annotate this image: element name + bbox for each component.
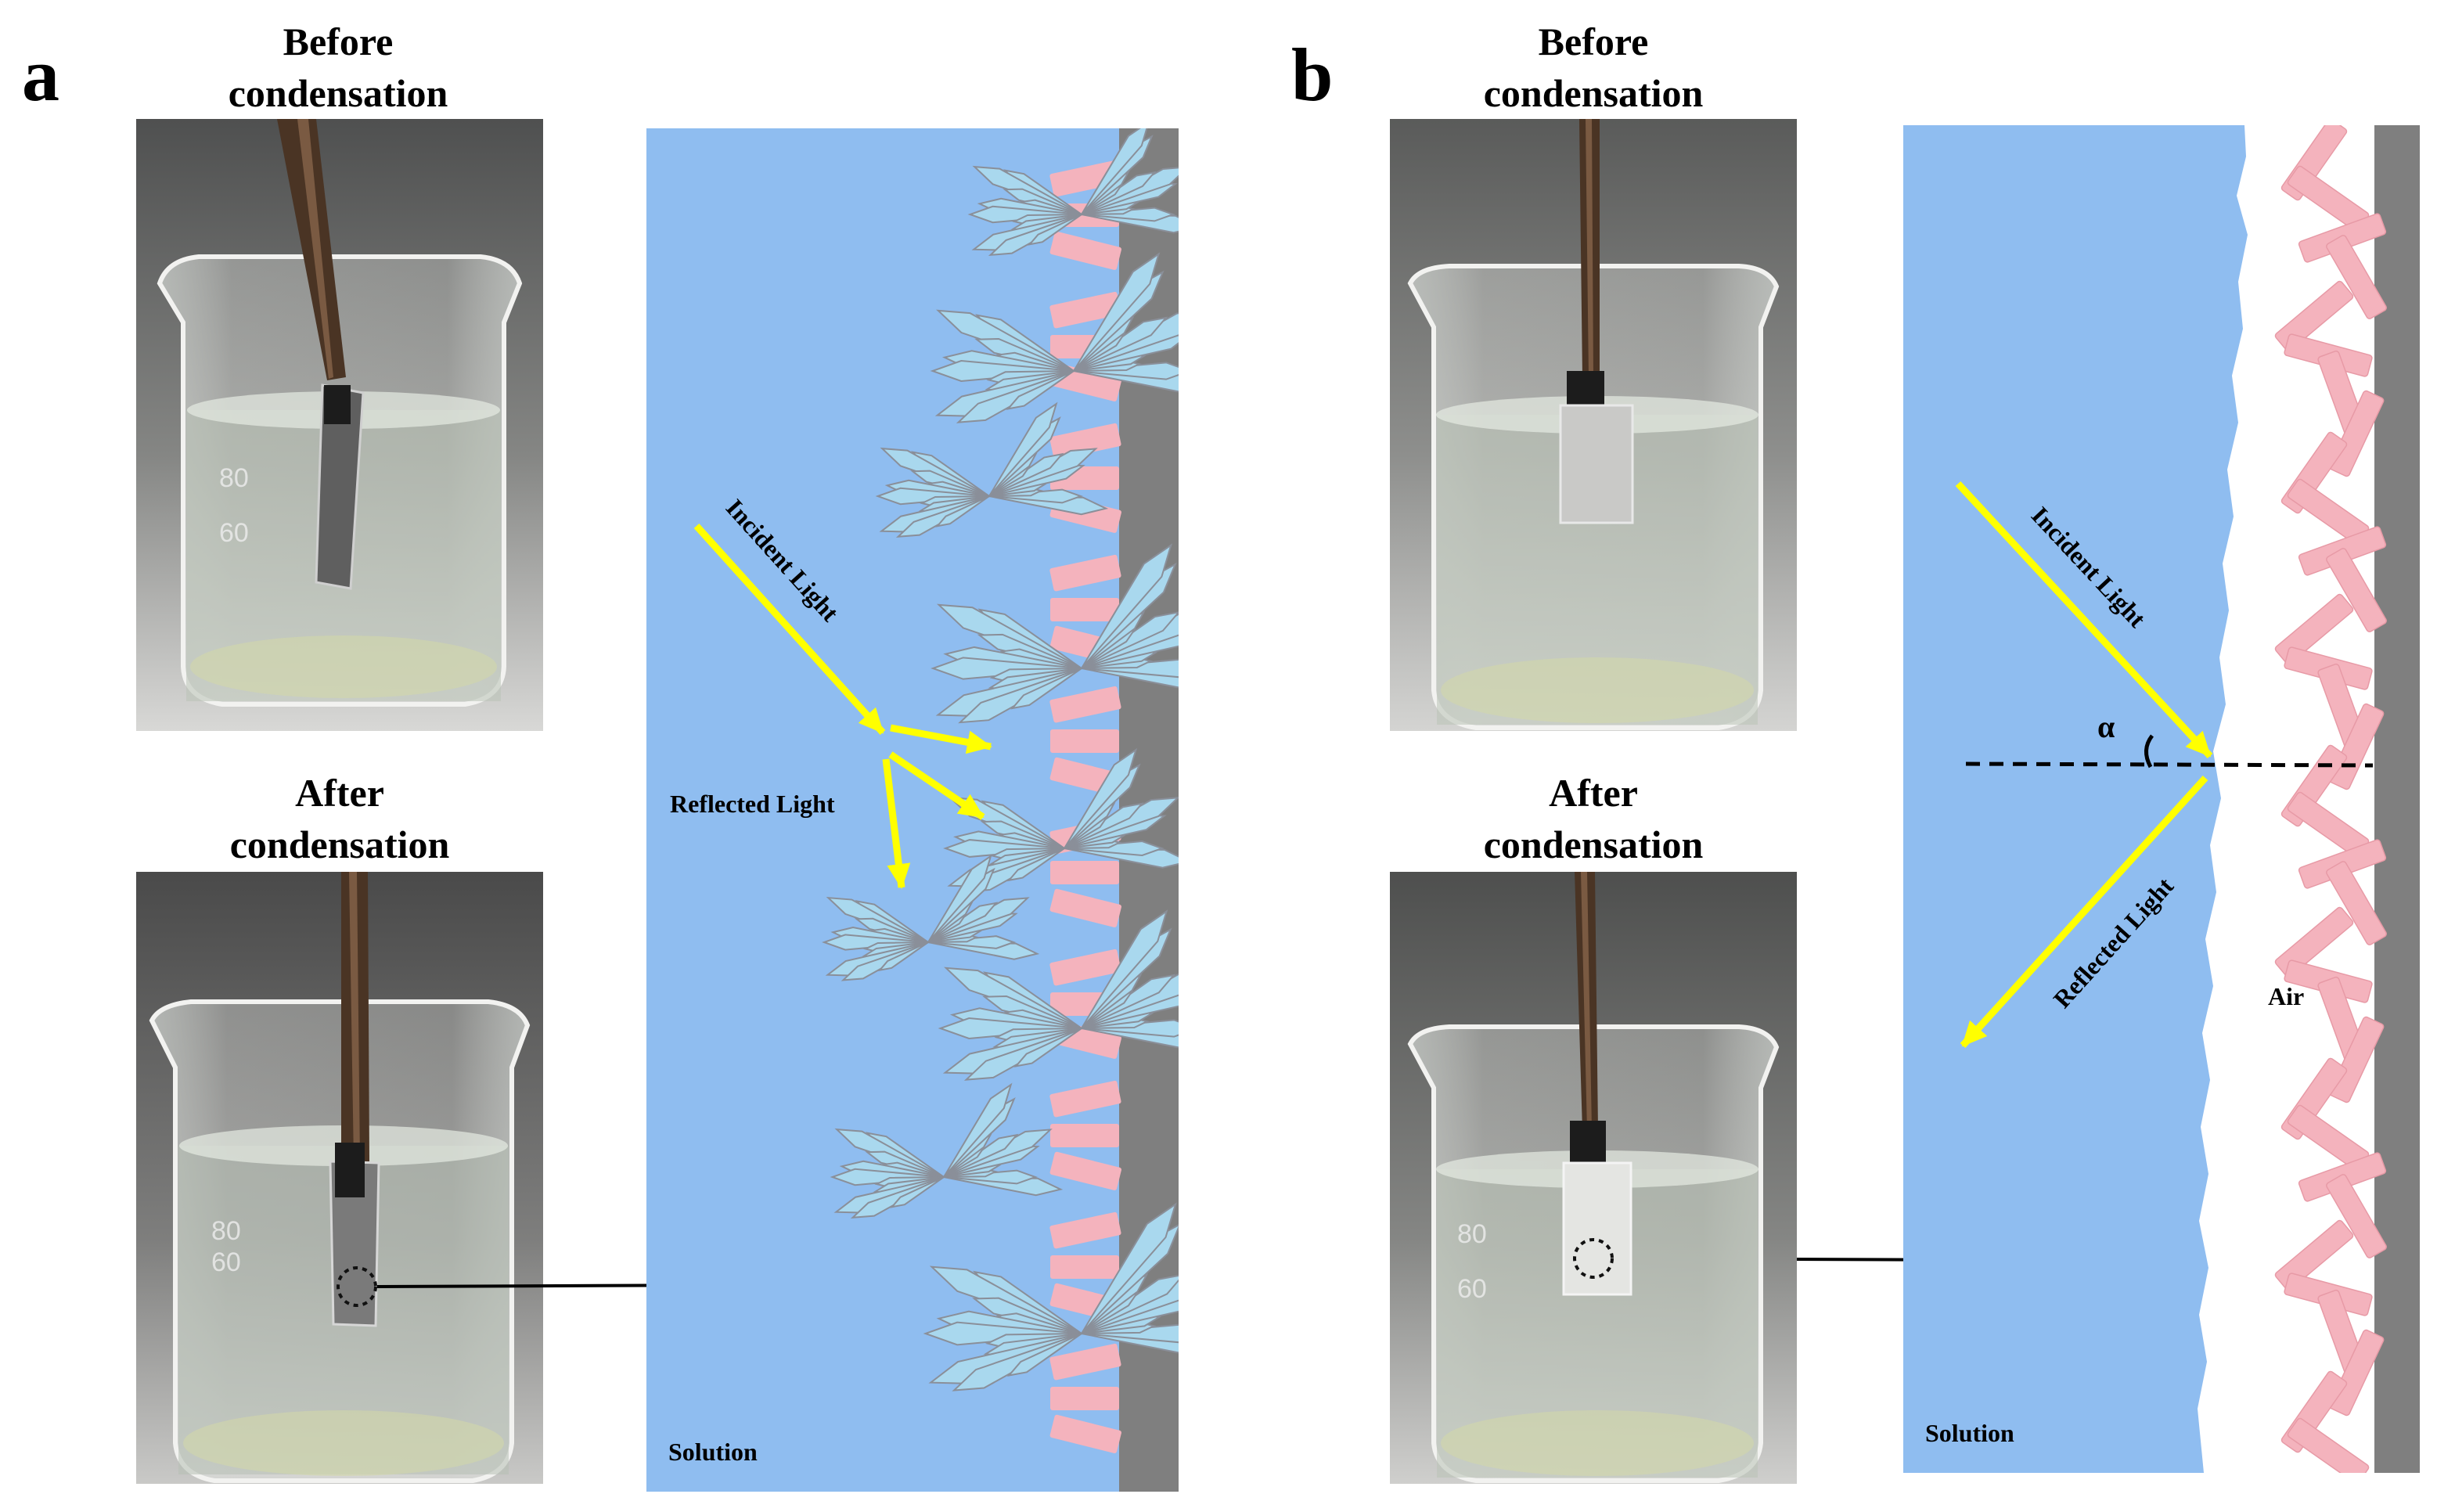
beaker-photo: 80 60 bbox=[136, 872, 543, 1484]
beaker-mark-60: 60 bbox=[1457, 1274, 1487, 1304]
reflected-light-ray bbox=[890, 724, 992, 754]
crystal-cluster bbox=[923, 1202, 1179, 1391]
solution-area bbox=[1903, 125, 2248, 1473]
pink-rod bbox=[2287, 1417, 2370, 1473]
pink-rod bbox=[1050, 598, 1119, 621]
caption-line: condensation bbox=[228, 71, 448, 115]
incident-light-ray bbox=[1955, 481, 2213, 759]
pink-rod bbox=[1049, 423, 1121, 460]
solution-label: Solution bbox=[1925, 1419, 2014, 1447]
caption-after-b: After condensation bbox=[1390, 767, 1797, 870]
schematic-a: Incident Light Reflected Light Solution bbox=[646, 128, 1179, 1492]
pink-rod bbox=[1049, 949, 1121, 986]
crystal-cluster bbox=[875, 401, 1109, 538]
pink-rod bbox=[1050, 729, 1119, 753]
crystal-cluster bbox=[931, 543, 1179, 724]
pink-rod bbox=[2274, 906, 2354, 978]
pink-rod bbox=[2274, 1219, 2354, 1291]
beaker-photo bbox=[1390, 119, 1797, 731]
pink-rod bbox=[1049, 1080, 1121, 1118]
caption-before-b: Before condensation bbox=[1390, 16, 1797, 119]
rods-b bbox=[2274, 125, 2387, 1473]
pink-rod bbox=[1049, 160, 1121, 197]
pink-rod bbox=[1050, 1387, 1119, 1410]
reflected-light-ray bbox=[888, 751, 985, 820]
pink-rod bbox=[1049, 1414, 1121, 1453]
pink-rod bbox=[1049, 1211, 1121, 1249]
caption-line: condensation bbox=[1483, 71, 1704, 115]
schematic-b-svg: α Incident Light Reflected Light Air Sol… bbox=[1903, 125, 2420, 1473]
schematic-b: α Incident Light Reflected Light Air Sol… bbox=[1903, 125, 2420, 1473]
pink-rod bbox=[1050, 861, 1119, 884]
pink-rod bbox=[2326, 861, 2387, 945]
beaker-mark-80: 80 bbox=[219, 463, 249, 493]
beaker-mark-60: 60 bbox=[219, 518, 249, 548]
photo-before-a: 80 60 bbox=[136, 119, 543, 731]
caption-line: Before bbox=[1538, 20, 1649, 63]
solution-label: Solution bbox=[668, 1438, 758, 1466]
incident-light-ray bbox=[693, 523, 886, 736]
caption-line: After bbox=[1549, 771, 1638, 815]
pink-rod bbox=[2274, 593, 2354, 665]
schematic-a-svg: Incident Light Reflected Light Solution bbox=[646, 128, 1179, 1492]
caption-before-a: Before condensation bbox=[135, 16, 542, 119]
photo-after-a: 80 60 bbox=[136, 872, 543, 1484]
pink-rod bbox=[2274, 280, 2354, 352]
pink-rod bbox=[2328, 703, 2385, 790]
pink-rod bbox=[1050, 1255, 1119, 1279]
pink-rod bbox=[1050, 1124, 1119, 1147]
marked-spot bbox=[1573, 1238, 1614, 1279]
pink-rod bbox=[2326, 1174, 2387, 1258]
surface-normal-dashed bbox=[1965, 761, 2374, 768]
pink-rod bbox=[1049, 1343, 1121, 1381]
pink-rod bbox=[2328, 1329, 2385, 1417]
caption-line: Before bbox=[283, 20, 394, 63]
pink-rod bbox=[2326, 235, 2387, 319]
caption-line: After bbox=[295, 771, 384, 815]
crystal-cluster bbox=[938, 909, 1179, 1081]
pink-rod bbox=[2326, 548, 2387, 632]
pink-rod bbox=[1049, 291, 1121, 329]
angle-arc bbox=[2144, 734, 2154, 769]
panel-label-a: a bbox=[22, 33, 59, 117]
crystal-cluster bbox=[830, 1082, 1064, 1219]
pink-rod bbox=[1049, 686, 1121, 723]
beaker-mark-60: 60 bbox=[211, 1247, 241, 1277]
pink-rod bbox=[2328, 1016, 2385, 1103]
crystal-cluster bbox=[943, 747, 1179, 893]
air-label: Air bbox=[2268, 982, 2304, 1010]
panel-label-b: b bbox=[1291, 33, 1334, 117]
reflected-light-label: Reflected Light bbox=[670, 790, 835, 818]
reflected-light-ray bbox=[1960, 775, 2208, 1049]
caption-after-a: After condensation bbox=[136, 767, 543, 870]
beaker-photo: 80 60 bbox=[136, 119, 543, 731]
beaker-mark-80: 80 bbox=[1457, 1219, 1487, 1249]
angle-label: α bbox=[2097, 709, 2115, 744]
crystal-clusters bbox=[822, 128, 1179, 1391]
crystal-cluster bbox=[967, 128, 1179, 257]
caption-line: condensation bbox=[229, 823, 450, 866]
crystal-cluster bbox=[822, 854, 1040, 981]
photo-before-b bbox=[1390, 119, 1797, 731]
pink-rod bbox=[1049, 1151, 1121, 1190]
pink-rod bbox=[1049, 231, 1121, 270]
substrate bbox=[2374, 125, 2420, 1473]
pink-rod bbox=[1049, 888, 1121, 927]
beaker-photo: 80 60 bbox=[1390, 872, 1797, 1484]
beaker-mark-80: 80 bbox=[211, 1216, 241, 1246]
marked-spot bbox=[337, 1266, 377, 1307]
pink-rod bbox=[2328, 390, 2385, 477]
caption-line: condensation bbox=[1483, 823, 1704, 866]
photo-after-b: 80 60 bbox=[1390, 872, 1797, 1484]
reflected-light-ray bbox=[882, 758, 911, 889]
pink-rod bbox=[1049, 554, 1121, 592]
crystal-cluster bbox=[930, 252, 1179, 423]
